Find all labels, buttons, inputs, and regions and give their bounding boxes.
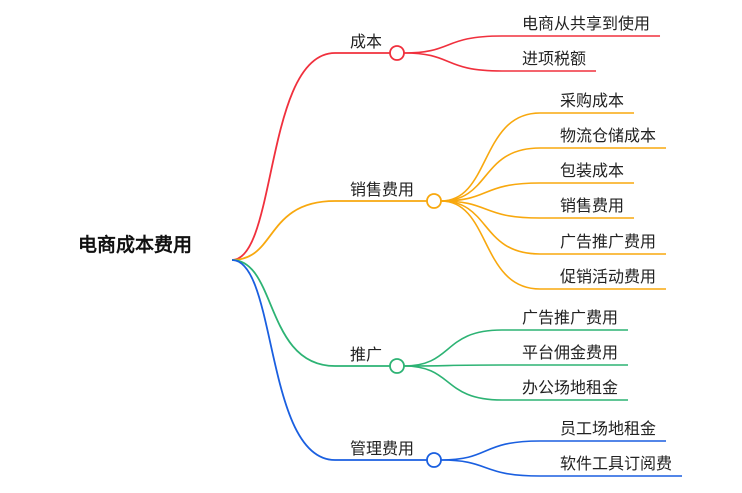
- branch-connector: [231, 52, 390, 261]
- child-node-label[interactable]: 销售费用: [560, 196, 624, 215]
- branch-connector: [231, 200, 427, 261]
- branch-node-label[interactable]: 推广: [350, 345, 382, 364]
- branch-node-label[interactable]: 销售费用: [350, 180, 414, 199]
- child-node-label[interactable]: 电商从共享到使用: [522, 14, 650, 33]
- child-node-label[interactable]: 采购成本: [560, 91, 624, 110]
- child-node-label[interactable]: 广告推广费用: [522, 308, 618, 327]
- branch-node-label[interactable]: 成本: [350, 32, 382, 51]
- child-connector: [440, 182, 635, 202]
- child-connector: [403, 365, 629, 401]
- collapse-toggle-icon[interactable]: [389, 358, 405, 374]
- child-node-label[interactable]: 办公场地租金: [522, 378, 618, 397]
- collapse-toggle-icon[interactable]: [389, 45, 405, 61]
- child-connector: [403, 364, 629, 367]
- child-node-label[interactable]: 进项税额: [522, 49, 586, 68]
- child-connector: [403, 35, 661, 54]
- child-node-label[interactable]: 平台佣金费用: [522, 343, 618, 362]
- child-node-label[interactable]: 员工场地租金: [560, 419, 656, 438]
- child-node-label[interactable]: 软件工具订阅费: [560, 454, 672, 473]
- child-connector: [440, 200, 667, 290]
- child-connector: [403, 329, 629, 367]
- child-connector: [440, 440, 667, 461]
- child-connector: [440, 459, 683, 477]
- child-connector: [440, 112, 635, 202]
- child-node-label[interactable]: 广告推广费用: [560, 232, 656, 251]
- collapse-toggle-icon[interactable]: [426, 193, 442, 209]
- child-connector: [440, 200, 635, 219]
- branch-connector: [231, 259, 427, 461]
- child-node-label[interactable]: 物流仓储成本: [560, 126, 656, 145]
- branch-connector: [231, 259, 390, 367]
- child-connector: [440, 147, 667, 202]
- branch-node-label[interactable]: 管理费用: [350, 439, 414, 458]
- collapse-toggle-icon[interactable]: [426, 452, 442, 468]
- child-connector: [403, 52, 597, 72]
- child-connector: [440, 200, 667, 255]
- child-node-label[interactable]: 促销活动费用: [560, 267, 656, 286]
- root-node-label[interactable]: 电商成本费用: [78, 233, 192, 256]
- child-node-label[interactable]: 包装成本: [560, 161, 624, 180]
